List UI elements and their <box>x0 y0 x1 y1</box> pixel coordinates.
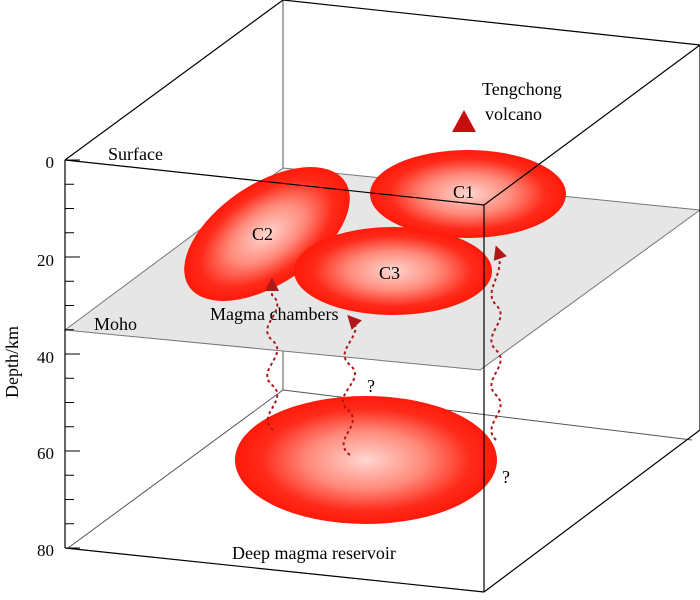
volcano-icon <box>452 110 476 132</box>
question-mark-lower: ? <box>502 467 510 487</box>
volcano-label-line1: Tengchong <box>482 79 562 99</box>
volcano-label-line2: volcano <box>485 104 542 124</box>
axis-title: Depth/km <box>2 326 22 398</box>
magma-ascent-arrows <box>265 245 507 456</box>
question-mark-upper: ? <box>367 376 375 396</box>
magma-chamber-c2 <box>184 167 350 301</box>
ascent-arrow-c1 <box>490 245 507 441</box>
tick-label-80: 80 <box>37 541 54 560</box>
chamber-c2-label: C2 <box>252 224 273 244</box>
surface-label: Surface <box>108 144 163 164</box>
deep-reservoir-label: Deep magma reservoir <box>232 543 396 563</box>
magma-chamber-c1 <box>370 150 566 238</box>
magma-chambers-label: Magma chambers <box>210 304 338 324</box>
tick-label-60: 60 <box>37 444 54 463</box>
tick-label-0: 0 <box>46 153 55 172</box>
magma-chamber-c3 <box>294 227 492 315</box>
moho-label: Moho <box>94 314 137 334</box>
ascent-arrow-c2 <box>265 277 279 431</box>
deep-magma-reservoir <box>235 396 497 524</box>
depth-axis-ticks <box>65 159 80 549</box>
tick-label-40: 40 <box>37 348 54 367</box>
chamber-c3-label: C3 <box>379 263 400 283</box>
tick-label-20: 20 <box>37 251 54 270</box>
ascent-arrow-c3 <box>342 314 362 456</box>
chamber-c1-label: C1 <box>453 182 474 202</box>
box-front-edges <box>64 0 700 593</box>
